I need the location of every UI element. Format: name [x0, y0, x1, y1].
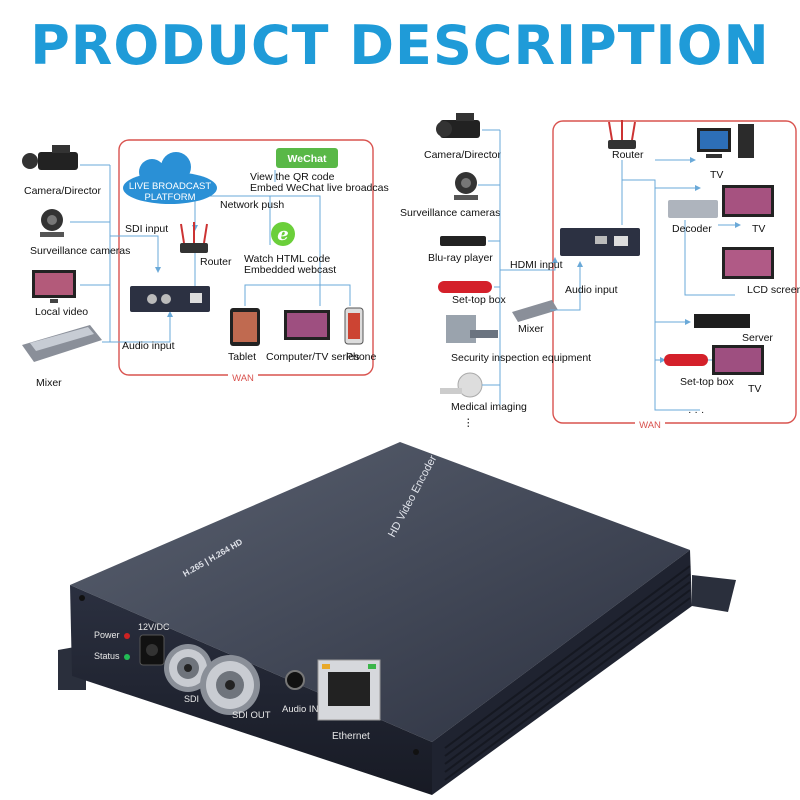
port-label-ethernet: Ethernet [332, 731, 370, 742]
left-router-label: Router [200, 256, 232, 268]
port-label-power: Power [94, 630, 120, 640]
bluray-icon [440, 236, 486, 246]
surveillance-camera-icon [40, 209, 64, 237]
screw-icon [79, 595, 85, 601]
tv-icon [284, 310, 330, 340]
encoder-device: HD Video Encoder H.265 | H.264 HD 12V/DC… [58, 442, 736, 795]
html-line1: Watch HTML code [244, 253, 330, 265]
cloud-icon [123, 152, 217, 204]
right-output-decoder: Decoder [672, 223, 712, 235]
left-wan-label: WAN [232, 373, 254, 384]
port-label-sdi: SDI [184, 694, 199, 704]
right-source-settop: Set-top box [452, 294, 506, 306]
audio-jack-icon [285, 670, 305, 690]
right-output-settop: Set-top box [680, 376, 734, 388]
sdi-in-connector-icon [164, 644, 212, 692]
html-line2: Embedded webcast [244, 264, 336, 276]
port-label-dc: 12V/DC [138, 622, 170, 632]
wechat-badge [276, 148, 338, 168]
left-device-computer: Computer/TV series [266, 351, 359, 363]
device-top-face [70, 442, 690, 742]
right-diagram: WAN Camera/Director Surveillance cameras… [400, 113, 800, 431]
decoder-icon [668, 200, 718, 218]
right-settop-icon [664, 354, 708, 366]
network-push-label: Network push [220, 199, 284, 211]
left-device-tablet: Tablet [228, 351, 256, 363]
right-output-tv-2: TV [752, 223, 765, 235]
right-source-bluray: Blu-ray player [428, 252, 493, 264]
right-router-icon [608, 120, 636, 149]
right-source-medical: Medical imaging [451, 401, 527, 413]
left-source-mixer: Mixer [36, 377, 62, 389]
left-source-camera: Camera/Director [24, 185, 102, 197]
right-output-lcd: LCD screen [747, 284, 800, 296]
pc-tv-icon [697, 124, 754, 158]
router-icon [180, 222, 208, 253]
tv-right-3-icon [712, 345, 764, 375]
screw-icon [413, 749, 419, 755]
port-label-audio: Audio IN [282, 704, 319, 715]
right-wan-box [552, 120, 797, 424]
sdi-out-connector-icon [200, 655, 260, 715]
left-source-surveillance: Surveillance cameras [30, 245, 130, 257]
left-sdi-input-label: SDI input [125, 223, 168, 235]
platform-line2: PLATFORM [144, 192, 195, 203]
medical-imaging-icon [440, 372, 483, 398]
port-label-status: Status [94, 651, 120, 661]
right-surveillance-icon [454, 172, 478, 200]
left-source-local-video: Local video [35, 306, 88, 318]
right-hdmi-input-label: HDMI input [510, 259, 563, 271]
wechat-line1: View the QR code [250, 171, 335, 183]
settop-box-icon [438, 281, 492, 293]
right-audio-input-label: Audio input [565, 284, 618, 296]
platform-line1: LIVE BROADCAST [129, 181, 212, 192]
camera-icon [22, 145, 78, 170]
right-source-camera: Camera/Director [424, 149, 502, 161]
right-wan-label: WAN [639, 420, 661, 431]
right-source-surveillance: Surveillance cameras [400, 207, 500, 219]
monitor-icon [32, 270, 76, 303]
right-mixer-icon [512, 300, 558, 322]
right-ellipsis-right: · · · [688, 406, 704, 418]
port-label-sdi-out: SDI OUT [232, 710, 271, 721]
left-audio-input-label: Audio input [122, 340, 175, 352]
power-led-icon [124, 633, 130, 639]
right-ellipsis-left: ⋮ [463, 417, 474, 429]
right-output-server: Server [742, 332, 773, 344]
server-icon [694, 314, 750, 328]
left-device-phone: Phone [346, 351, 377, 363]
right-camera-icon [436, 113, 480, 138]
right-output-tv-3: TV [748, 383, 761, 395]
right-source-security: Security inspection equipment [451, 352, 591, 364]
browser-icon: e [271, 222, 295, 246]
mixer-icon [22, 325, 102, 362]
tv-right-icon [722, 185, 774, 217]
tablet-icon [230, 308, 260, 346]
wechat-label: WeChat [288, 153, 327, 165]
lcd-icon [722, 247, 774, 279]
wechat-line2: Embed WeChat live broadcas [250, 182, 389, 194]
security-equipment-icon [446, 315, 498, 343]
ethernet-port-icon [317, 659, 381, 721]
left-diagram: WAN Camera/Director Surveillance cameras… [22, 139, 389, 389]
right-mixer-label: Mixer [518, 323, 544, 335]
right-router-label: Router [612, 149, 644, 161]
right-output-tv-1: TV [710, 169, 723, 181]
phone-icon [344, 307, 364, 345]
encoder-right-icon [560, 228, 640, 256]
status-led-icon [124, 654, 130, 660]
page-title: PRODUCT DESCRIPTION [30, 14, 770, 77]
svg-text:e: e [277, 224, 288, 245]
encoder-small-icon [130, 286, 210, 312]
